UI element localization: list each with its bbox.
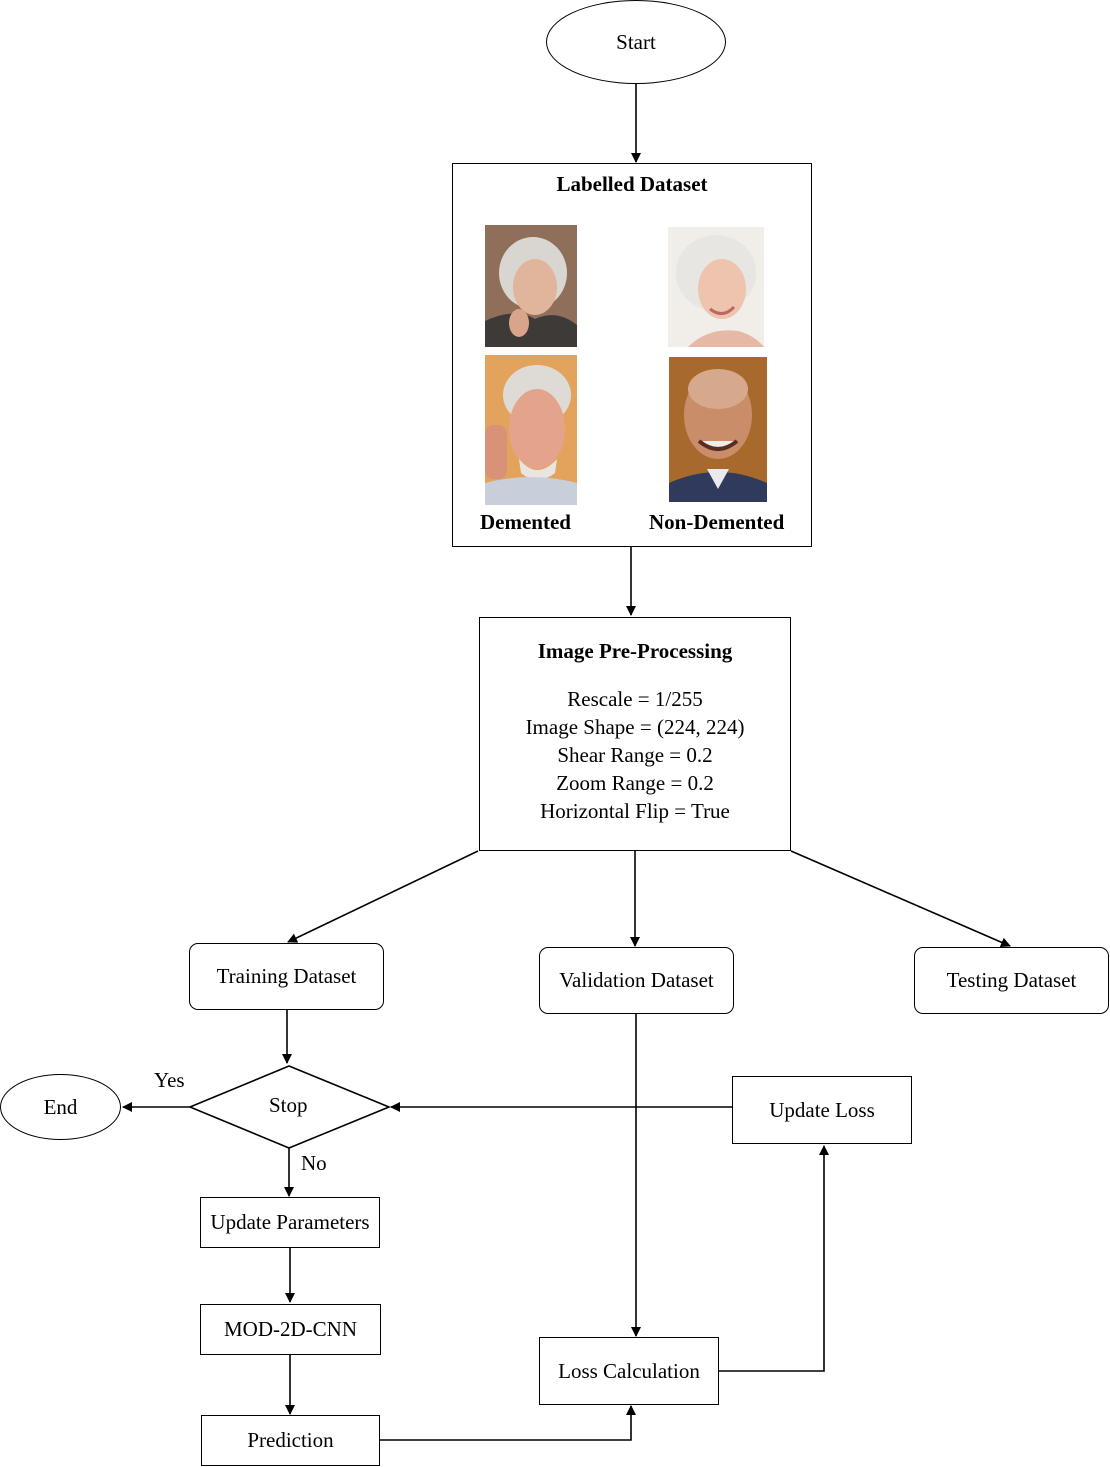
- edge-label-no: No: [301, 1151, 327, 1175]
- end-node: End: [0, 1074, 121, 1140]
- prediction-box: Prediction: [201, 1415, 380, 1466]
- validation-dataset-box: Validation Dataset: [539, 947, 734, 1014]
- end-label: End: [43, 1094, 78, 1119]
- testing-dataset-box: Testing Dataset: [914, 947, 1109, 1014]
- preprocessing-params: Rescale = 1/255 Image Shape = (224, 224)…: [480, 685, 790, 825]
- demented-portrait-1: [485, 225, 577, 347]
- start-node: Start: [546, 0, 726, 84]
- param-image-shape: Image Shape = (224, 224): [525, 715, 745, 739]
- model-box: MOD-2D-CNN: [200, 1304, 381, 1355]
- update-loss-box: Update Loss: [732, 1076, 912, 1144]
- model-label: MOD-2D-CNN: [224, 1317, 357, 1341]
- preprocessing-box: Image Pre-Processing Rescale = 1/255 Ima…: [479, 617, 791, 851]
- arrow-loss-to-update-loss: [719, 1145, 829, 1372]
- training-dataset-box: Training Dataset: [189, 943, 384, 1010]
- arrow-preprocessing-to-training: [287, 850, 479, 943]
- edge-label-yes: Yes: [154, 1068, 185, 1092]
- param-horizontal-flip: Horizontal Flip = True: [540, 799, 730, 823]
- labelled-dataset-box: Labelled Dataset: [452, 163, 812, 547]
- param-shear-range: Shear Range = 0.2: [557, 743, 713, 767]
- start-label: Start: [616, 29, 656, 54]
- arrow-prediction-to-loss: [379, 1405, 636, 1441]
- training-dataset-label: Training Dataset: [216, 964, 357, 988]
- stop-decision-diamond: [187, 1065, 392, 1149]
- stop-label: Stop: [269, 1093, 308, 1117]
- class-label-non-demented: Non-Demented: [649, 510, 785, 534]
- update-parameters-label: Update Parameters: [210, 1210, 370, 1234]
- class-label-demented: Demented: [480, 510, 571, 534]
- update-parameters-box: Update Parameters: [200, 1197, 380, 1248]
- param-zoom-range: Zoom Range = 0.2: [556, 771, 714, 795]
- testing-dataset-label: Testing Dataset: [946, 968, 1077, 992]
- loss-calculation-label: Loss Calculation: [558, 1358, 700, 1383]
- arrow-preprocessing-to-testing: [790, 850, 1011, 948]
- param-rescale: Rescale = 1/255: [567, 687, 703, 711]
- preprocessing-title: Image Pre-Processing: [537, 639, 733, 663]
- update-loss-label: Update Loss: [769, 1097, 875, 1122]
- non-demented-portrait-2: [669, 357, 767, 502]
- prediction-label: Prediction: [247, 1428, 334, 1452]
- loss-calculation-box: Loss Calculation: [539, 1337, 719, 1405]
- non-demented-portrait-1: [668, 227, 764, 347]
- labelled-dataset-title: Labelled Dataset: [556, 172, 708, 196]
- validation-dataset-label: Validation Dataset: [559, 968, 714, 992]
- demented-portrait-2: [485, 355, 577, 505]
